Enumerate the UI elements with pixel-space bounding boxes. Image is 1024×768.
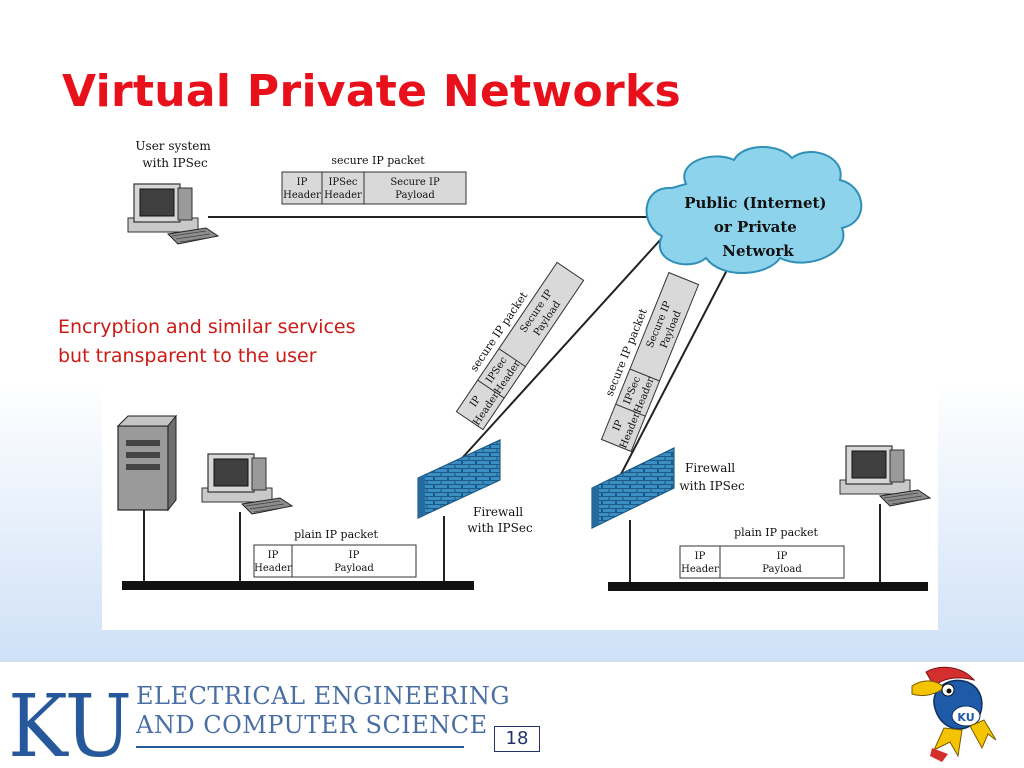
right-plain-packet-label: plain IP packet [734, 526, 818, 539]
cloud-label: Public (Internet) or Private Network [684, 194, 832, 260]
cloud-label-line-1: Public (Internet) [684, 194, 826, 212]
network-cloud: Public (Internet) or Private Network [645, 145, 863, 274]
left-firewall-label-2: with IPSec [467, 521, 533, 535]
svg-text:KU: KU [957, 711, 974, 724]
right-firewall-label-2: with IPSec [679, 479, 745, 493]
department-line-1: ELECTRICAL ENGINEERING [136, 682, 511, 710]
right-plain-packet: plain IP packet IP Header IP Payload [679, 526, 845, 579]
top-ipsec-header-2: Header [324, 190, 362, 201]
user-system-label: User system with IPSec [135, 139, 214, 170]
top-ipsec-header-1: IPSec [328, 177, 357, 188]
department-line-2: AND COMPUTER SCIENCE [136, 711, 488, 739]
slide-caption: Encryption and similar services but tran… [58, 313, 438, 371]
caption-line-2: but transparent to the user [58, 345, 317, 367]
cloud-label-line-2: or Private [714, 218, 797, 236]
left-plain-ip-payload-1: IP [349, 550, 360, 561]
left-plain-packet: plain IP packet IP Header IP Payload [253, 528, 417, 578]
left-firewall-label-1: Firewall [473, 505, 523, 519]
department-name: ELECTRICAL ENGINEERING AND COMPUTER SCIE… [136, 682, 510, 740]
right-firewall-link-line [617, 267, 729, 481]
left-plain-ip-header-2: Header [254, 563, 292, 574]
right-secure-packet: secure IP packet IP Header IPSec Header … [600, 271, 700, 453]
page-number: 18 [494, 726, 540, 752]
department-underline [136, 746, 464, 748]
slide-title: Virtual Private Networks [62, 66, 682, 117]
vpn-diagram: Public (Internet) or Private Network Use… [116, 139, 931, 591]
right-firewall-label: Firewall with IPSec [679, 461, 745, 493]
right-plain-ip-header-2: Header [681, 564, 719, 575]
right-plain-ip-payload-1: IP [777, 551, 788, 562]
right-ip-header-1: IP [611, 419, 625, 433]
right-plain-ip-header-1: IP [695, 551, 706, 562]
user-system-label-line-1: User system [135, 139, 211, 153]
server-icon [116, 414, 178, 512]
left-lan-bus [122, 581, 474, 590]
top-ip-header-1: IP [297, 177, 308, 188]
left-firewall-icon [417, 439, 501, 519]
ku-logo-letters: KU [8, 678, 132, 762]
right-plain-ip-payload-2: Payload [762, 564, 802, 575]
user-computer-icon [127, 183, 219, 245]
caption-line-1: Encryption and similar services [58, 316, 356, 338]
left-plain-ip-payload-2: Payload [334, 563, 374, 574]
top-secure-payload-1: Secure IP [390, 177, 440, 188]
left-firewall-label: Firewall with IPSec [467, 505, 533, 535]
left-plain-ip-header-1: IP [268, 550, 279, 561]
top-secure-payload-2: Payload [395, 190, 435, 201]
slide-footer [0, 662, 1024, 768]
user-system-label-line-2: with IPSec [142, 156, 208, 170]
left-firewall-link-line [443, 237, 663, 479]
right-firewall-label-1: Firewall [685, 461, 735, 475]
top-ip-header-2: Header [283, 190, 321, 201]
right-firewall-icon [591, 447, 675, 529]
left-plain-packet-label: plain IP packet [294, 528, 378, 541]
cloud-label-line-3: Network [722, 242, 794, 260]
right-lan-bus [608, 582, 928, 591]
top-secure-packet: secure IP packet IP Header IPSec Header … [281, 154, 467, 205]
ku-logo: KU [8, 678, 132, 762]
jayhawk-mascot-icon: KU [911, 666, 997, 762]
top-packet-label: secure IP packet [331, 154, 425, 167]
